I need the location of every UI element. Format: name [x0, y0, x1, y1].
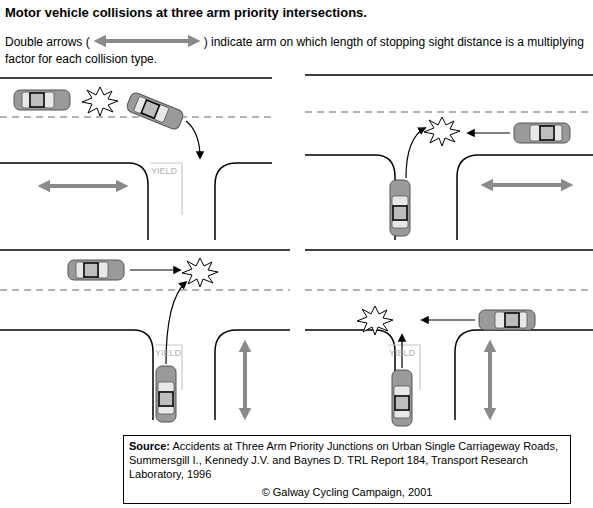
source-citation: Accidents at Three Arm Priority Junction… [129, 440, 558, 480]
source-box: Source: Accidents at Three Arm Priority … [123, 435, 571, 504]
double-arrow-symbol [92, 35, 202, 47]
spacer [170, 440, 172, 452]
yield-marking: YIELD [151, 166, 177, 176]
panel-top-left [0, 78, 272, 240]
subtitle-text: ) indicate arm on which length of stoppi… [5, 35, 584, 66]
subtitle: Double arrows () indicate arm on which l… [5, 34, 585, 68]
panel-top-right [305, 75, 593, 240]
panel-bottom-right [305, 250, 593, 426]
yield-marking: YIELD [155, 348, 181, 358]
yield-marking: YIELD [389, 348, 415, 358]
subtitle-text: Double arrows ( [5, 35, 90, 49]
title: Motor vehicle collisions at three arm pr… [5, 5, 367, 20]
source-heading: Source: [129, 440, 170, 452]
panel-bottom-left [0, 250, 290, 422]
copyright-note: © Galway Cycling Campaign, 2001 [129, 485, 565, 499]
